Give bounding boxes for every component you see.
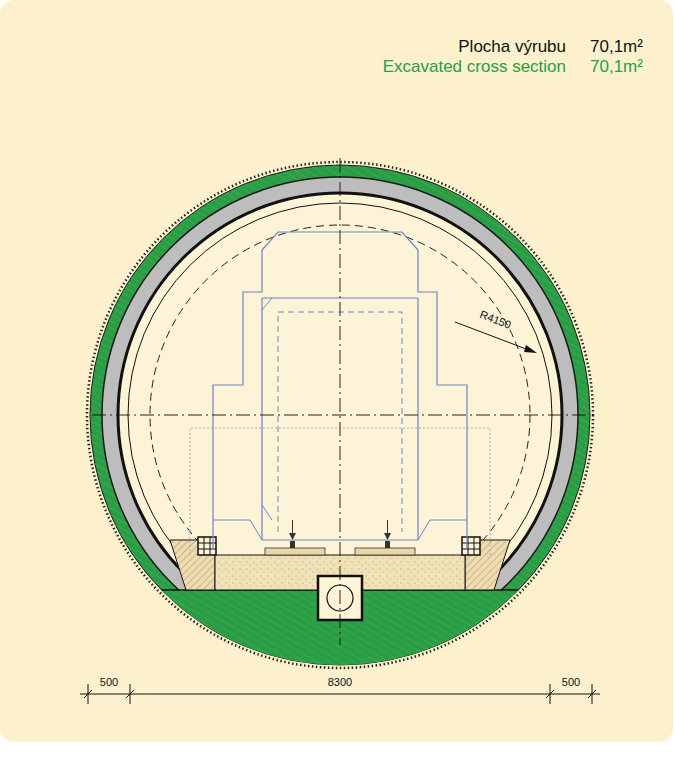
- area-value: 70,1m²: [590, 37, 643, 57]
- sleeper: [265, 548, 325, 555]
- sleeper: [355, 548, 415, 555]
- rail: [385, 541, 390, 548]
- dimension-value: 8300: [328, 676, 352, 689]
- panel: [0, 0, 673, 742]
- dimension-value: 500: [100, 676, 118, 689]
- center-line: [92, 415, 590, 416]
- rail: [290, 541, 295, 548]
- heading-label: Plocha výrubu: [458, 37, 566, 57]
- cable-duct: [462, 537, 480, 555]
- area-value: 70,1m²: [590, 57, 643, 77]
- center-line: [340, 158, 341, 645]
- dimension-value: 500: [562, 676, 580, 689]
- heading-label: Excavated cross section: [383, 57, 566, 77]
